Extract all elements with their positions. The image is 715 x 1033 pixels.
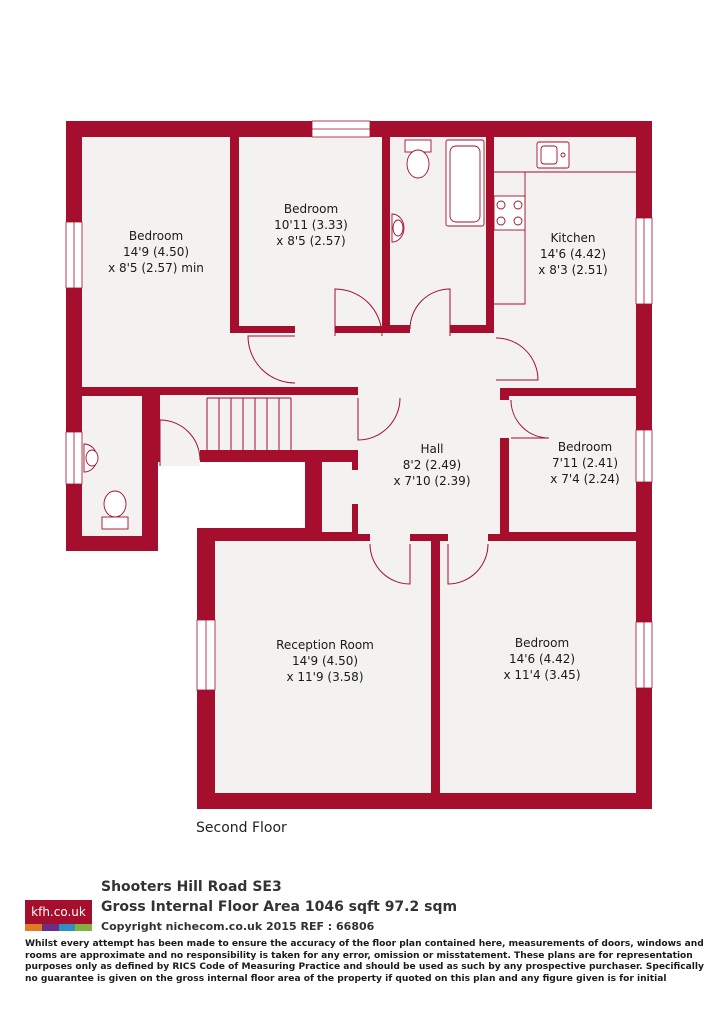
bedroom-1-dims: 14'9 (4.50) xyxy=(123,245,189,259)
window-left-reception xyxy=(196,619,216,691)
wc-basin-icon xyxy=(83,443,99,473)
room-labels: Bedroom 14'9 (4.50) x 8'5 (2.57) min Bed… xyxy=(108,202,620,684)
bedroom-3-floor xyxy=(509,396,636,532)
reception-dims: 14'9 (4.50) xyxy=(292,654,358,668)
window-top xyxy=(311,120,371,138)
floor-plan: Bedroom 14'9 (4.50) x 8'5 (2.57) min Bed… xyxy=(65,120,653,809)
hall-dims: 8'2 (2.49) xyxy=(403,458,461,472)
bedroom-1-dims2: x 8'5 (2.57) min xyxy=(108,261,204,275)
bedroom-2-name: Bedroom xyxy=(284,202,338,216)
bedroom-3-name: Bedroom xyxy=(558,440,612,454)
bedroom-3-dims: 7'11 (2.41) xyxy=(552,456,618,470)
kitchen-dims: 14'6 (4.42) xyxy=(540,247,606,261)
hall-floor xyxy=(358,387,500,534)
reception-floor xyxy=(215,541,431,793)
bedroom-1-name: Bedroom xyxy=(129,229,183,243)
cupboard-floor xyxy=(322,462,352,532)
landing-floor xyxy=(230,333,494,387)
kitchen-floor xyxy=(494,137,636,388)
hob-icon xyxy=(493,195,526,231)
bedroom-3-dims2: x 7'4 (2.24) xyxy=(550,472,619,486)
window-right-bedroom3 xyxy=(635,429,653,483)
stairs xyxy=(206,397,292,450)
kfh-logo[interactable]: kfh.co.uk xyxy=(25,900,92,931)
bedroom-4-name: Bedroom xyxy=(515,636,569,650)
door-openings xyxy=(160,324,511,544)
floor-label: Second Floor xyxy=(196,820,287,836)
reception-name: Reception Room xyxy=(276,638,374,652)
toilet-icon xyxy=(404,139,432,179)
sink-icon xyxy=(536,141,570,169)
hall-dims2: x 7'10 (2.39) xyxy=(393,474,470,488)
fixtures xyxy=(83,139,636,530)
bedroom-1-floor xyxy=(82,137,230,387)
reception-dims2: x 11'9 (3.58) xyxy=(286,670,363,684)
window-left-bedroom xyxy=(65,221,83,289)
room-floors xyxy=(82,137,636,793)
bedroom-2-dims: 10'11 (3.33) xyxy=(274,218,348,232)
wc-toilet-icon xyxy=(101,490,129,530)
hall-name: Hall xyxy=(420,442,443,456)
window-right-bedroom4 xyxy=(635,621,653,689)
disclaimer: Whilst every attempt has been made to en… xyxy=(25,939,704,983)
door-swings xyxy=(159,288,550,585)
title-block: Shooters Hill Road SE3 Gross Internal Fl… xyxy=(101,877,457,936)
floor-area: Gross Internal Floor Area 1046 sqft 97.2… xyxy=(101,899,458,915)
logo-color-strip xyxy=(25,924,92,931)
basin-icon xyxy=(391,213,405,243)
bedroom-2-dims2: x 8'5 (2.57) xyxy=(276,234,345,248)
kitchen-name: Kitchen xyxy=(550,231,595,245)
logo-text: kfh.co.uk xyxy=(25,900,92,924)
windows xyxy=(65,120,653,691)
bedroom-4-floor xyxy=(440,541,636,793)
kitchen-dims2: x 8'3 (2.51) xyxy=(538,263,607,277)
bedroom-4-dims: 14'6 (4.42) xyxy=(509,652,575,666)
address: Shooters Hill Road SE3 xyxy=(101,879,282,895)
window-left-wc xyxy=(65,431,83,485)
bedroom-4-dims2: x 11'4 (3.45) xyxy=(503,668,580,682)
bath-icon xyxy=(445,139,485,227)
copyright: Copyright nichecom.co.uk 2015 REF : 6680… xyxy=(101,920,375,933)
window-right-kitchen xyxy=(635,217,653,305)
